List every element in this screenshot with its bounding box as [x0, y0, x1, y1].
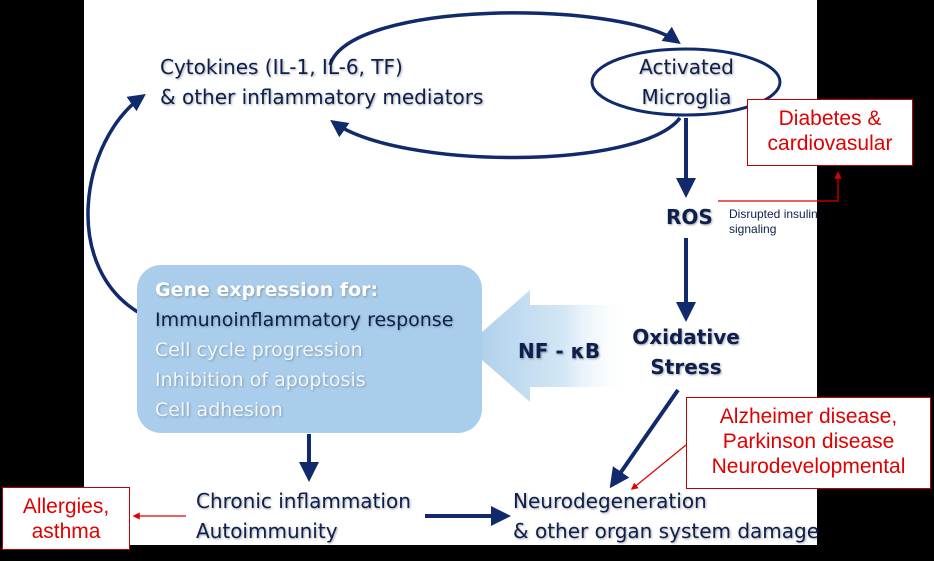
- cytokines-label: Cytokines (IL-1, IL-6, TF) & other infla…: [160, 52, 483, 112]
- neuro-line-2: & other organ system damage: [513, 519, 820, 543]
- gene-expression-text: Gene expression for: Immunoinflammatory …: [155, 275, 453, 425]
- allergies-line-2: asthma: [31, 520, 101, 543]
- microglia-line-2: Microglia: [641, 85, 732, 109]
- alzheimer-box: Alzheimer disease, Parkinson disease Neu…: [686, 397, 931, 489]
- ros-label: ROS: [666, 205, 713, 229]
- allergies-box: Allergies, asthma: [2, 487, 130, 550]
- microglia-label: Activated Microglia: [620, 52, 753, 112]
- neurodegeneration-label: Neurodegeneration & other organ system d…: [513, 486, 819, 546]
- gene-item-cell-adhesion: Cell adhesion: [155, 399, 283, 421]
- insulin-line-2: signaling: [729, 222, 777, 236]
- oxidative-line-2: Stress: [650, 355, 722, 379]
- gene-item-immunoinflammatory: Immunoinflammatory response: [155, 309, 454, 331]
- microglia-line-1: Activated: [639, 55, 734, 79]
- insulin-note: Disrupted insulin signaling: [729, 207, 818, 237]
- chronic-line-2: Autoimmunity: [196, 519, 338, 543]
- diabetes-box: Diabetes & cardiovasular: [747, 99, 913, 166]
- oxidative-stress-label: Oxidative Stress: [630, 322, 742, 382]
- allergies-line-1: Allergies,: [22, 495, 110, 518]
- arrow-gene-to-cytokines: [86, 93, 146, 317]
- red-connector-ros-diabetes: [718, 171, 842, 202]
- gene-item-apoptosis: Inhibition of apoptosis: [155, 369, 366, 391]
- oxidative-line-1: Oxidative: [632, 325, 740, 349]
- gene-title: Gene expression for:: [155, 279, 379, 301]
- cytokines-line-1: Cytokines (IL-1, IL-6, TF): [160, 55, 403, 79]
- alzheimer-line-2: Parkinson disease: [722, 430, 895, 453]
- red-connector-alzheimer-neuro: [630, 444, 687, 490]
- alzheimer-line-1: Alzheimer disease,: [719, 405, 898, 428]
- alzheimer-line-3: Neurodevelopmental: [711, 455, 906, 478]
- arrow-oxidative-to-neuro: [609, 388, 680, 489]
- diabetes-line-2: cardiovasular: [767, 132, 893, 155]
- chronic-line-1: Chronic inflammation: [196, 489, 411, 513]
- chronic-inflammation-label: Chronic inflammation Autoimmunity: [196, 486, 411, 546]
- cytokines-line-2: & other inflammatory mediators: [160, 85, 484, 109]
- arrow-microglia-to-cytokines: [330, 116, 682, 160]
- nfkb-arrow-shape: [466, 290, 630, 402]
- gene-item-cell-cycle: Cell cycle progression: [155, 339, 363, 361]
- microglia-ellipse: [590, 47, 782, 117]
- nfkb-label: NF - κB: [518, 339, 601, 363]
- arrow-cytokines-to-microglia: [328, 11, 681, 66]
- neuro-line-1: Neurodegeneration: [513, 489, 707, 513]
- insulin-line-1: Disrupted insulin: [729, 207, 818, 221]
- gene-expression-box: [137, 265, 482, 433]
- diabetes-line-1: Diabetes &: [778, 107, 882, 130]
